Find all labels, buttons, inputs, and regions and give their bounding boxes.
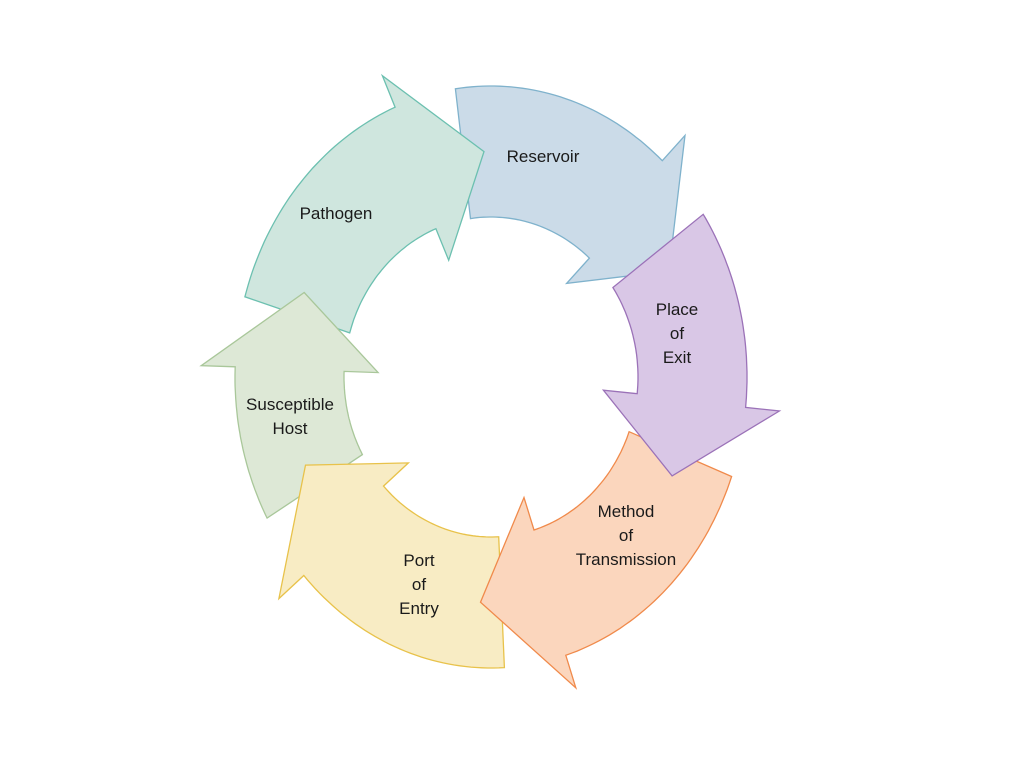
susceptible-host-label-line: Host — [273, 419, 308, 438]
port-of-entry-label-line: Entry — [399, 599, 439, 618]
reservoir-arrow — [454, 85, 686, 285]
place-of-exit-label-line: of — [670, 324, 684, 343]
place-of-exit-arrow — [601, 213, 782, 477]
method-of-transmission-label-line: Transmission — [576, 550, 676, 569]
pathogen-label-line: Pathogen — [300, 204, 373, 223]
port-of-entry-label-line: Port — [403, 551, 434, 570]
pathogen-label: Pathogen — [300, 204, 373, 223]
susceptible-host-arrow — [199, 291, 380, 520]
cycle-arrows — [199, 73, 782, 690]
method-of-transmission-label-line: Method — [598, 502, 655, 521]
port-of-entry-label-line: of — [412, 575, 426, 594]
reservoir-label: Reservoir — [507, 147, 580, 166]
place-of-exit-label-line: Place — [656, 300, 699, 319]
reservoir-label-line: Reservoir — [507, 147, 580, 166]
method-of-transmission-arrow — [479, 430, 733, 690]
pathogen-arrow — [244, 73, 485, 334]
method-of-transmission-label-line: of — [619, 526, 633, 545]
port-of-entry-arrow — [277, 462, 506, 669]
susceptible-host-label-line: Susceptible — [246, 395, 334, 414]
place-of-exit-label-line: Exit — [663, 348, 692, 367]
